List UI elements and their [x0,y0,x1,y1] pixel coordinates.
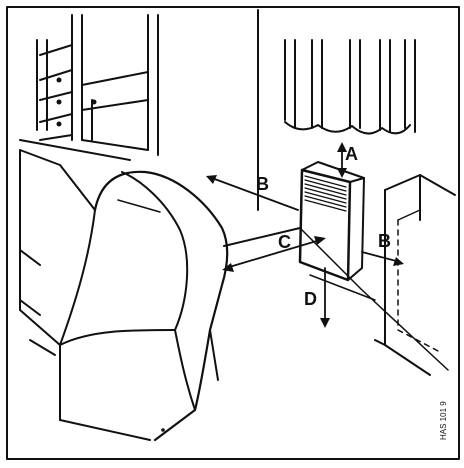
arrow-b-left [211,177,299,211]
arrow-c [225,239,321,269]
bookshelf [19,14,159,161]
side-cabinet [374,174,456,376]
wall-heater [298,161,365,282]
curtain [284,39,416,135]
label-c: C [278,232,291,252]
figure-code: HAS 101 9 [439,401,448,440]
label-b-left: B [256,174,269,194]
clearance-arrows [206,142,404,328]
label-d: D [304,289,317,309]
label-b-right: B [378,231,391,251]
arrow-b-right [361,251,401,263]
frame-border [6,6,460,460]
label-a: A [345,144,358,164]
armchair [19,149,229,442]
room-walls [223,9,449,371]
